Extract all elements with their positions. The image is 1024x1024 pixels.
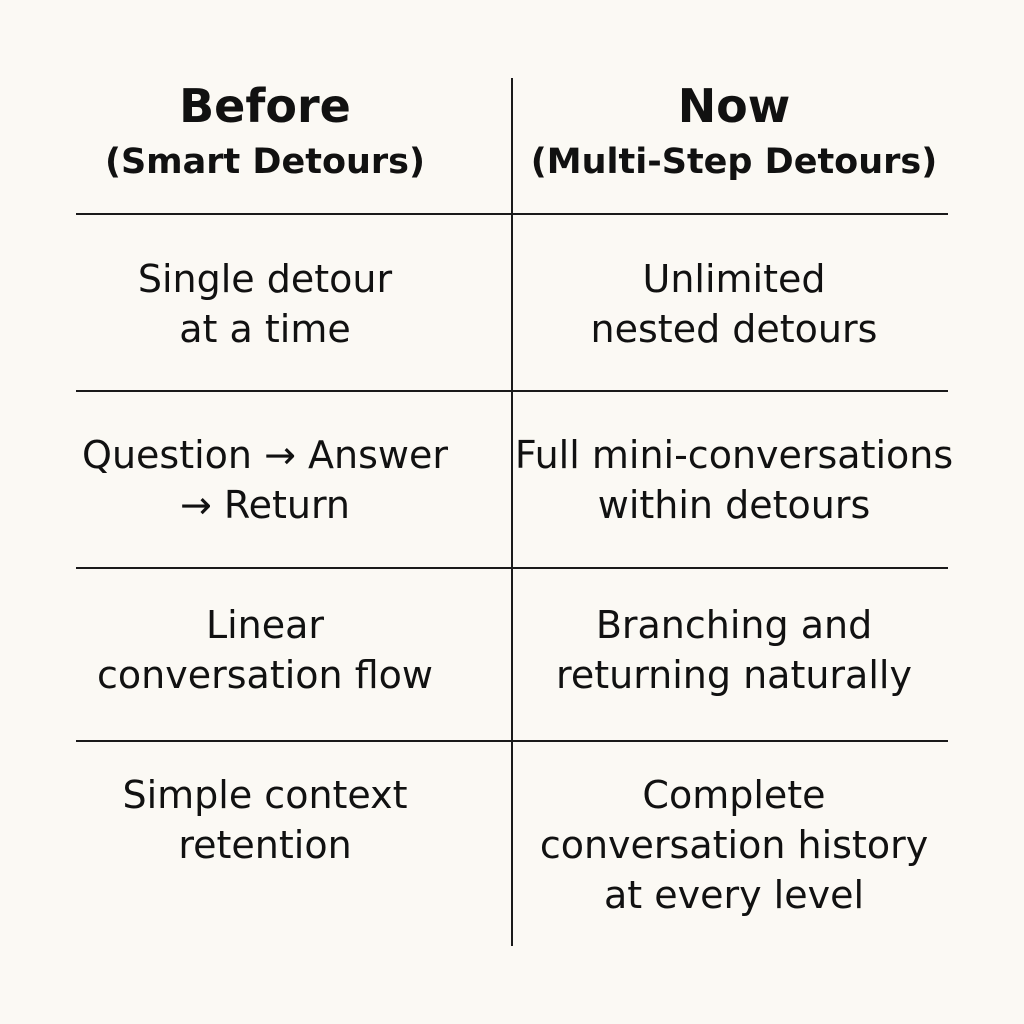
row-1-before-cell: Single detour at a time [40, 254, 490, 354]
row-1-before-line-1: Single detour [137, 257, 393, 301]
row-3-before-cell: Linear conversation flow [40, 600, 490, 700]
column-divider [511, 78, 513, 946]
row-3-now-cell: Branching and returning naturally [518, 600, 950, 700]
row-divider-2 [76, 567, 948, 569]
row-3-before-line-2: conversation flow [97, 653, 433, 697]
header-before: Before (Smart Detours) [40, 68, 490, 200]
row-divider-1 [76, 390, 948, 392]
row-3-before-line-1: Linear [205, 603, 325, 647]
row-2-now-line-2: within detours [597, 483, 871, 527]
row-4-now-line-1: Complete [642, 773, 826, 817]
row-2-before-line-1: Question → Answer [82, 433, 448, 477]
row-4-now-line-2: conversation history [539, 823, 929, 867]
header-now-title: Now [677, 79, 791, 133]
header-before-subtitle: (Smart Detours) [104, 142, 426, 182]
row-4-before-line-1: Simple context [122, 773, 408, 817]
row-1-before-line-2: at a time [179, 307, 351, 351]
row-3-now-line-1: Branching and [595, 603, 873, 647]
row-4-now-line-3: at every level [603, 873, 865, 917]
row-1-now-cell: Unlimited nested detours [518, 254, 950, 354]
row-2-now-cell: Full mini-conversations within detours [514, 430, 954, 530]
row-4-now-cell: Complete conversation history at every l… [518, 770, 950, 920]
header-before-title: Before [179, 79, 351, 133]
row-4-before-cell: Simple context retention [40, 770, 490, 870]
header-now: Now (Multi-Step Detours) [518, 68, 950, 200]
row-2-before-line-2: → Return [179, 483, 351, 527]
row-4-before-line-2: retention [178, 823, 352, 867]
row-divider-header [76, 213, 948, 215]
row-2-now-line-1: Full mini-conversations [514, 433, 954, 477]
row-divider-3 [76, 740, 948, 742]
row-1-now-line-1: Unlimited [642, 257, 826, 301]
header-now-subtitle: (Multi-Step Detours) [530, 142, 938, 182]
row-1-now-line-2: nested detours [590, 307, 878, 351]
row-3-now-line-2: returning naturally [556, 653, 912, 697]
row-2-before-cell: Question → Answer → Return [40, 430, 490, 530]
